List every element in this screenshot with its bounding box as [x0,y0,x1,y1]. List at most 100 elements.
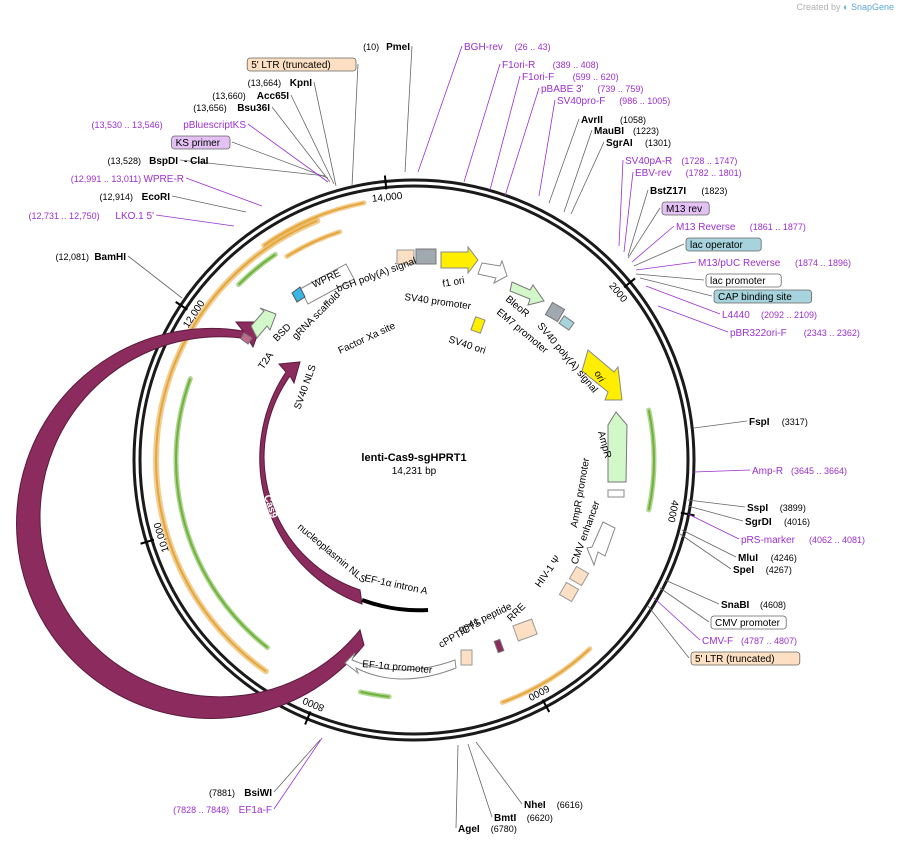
outer-label-group: SV40pA-R(1728 .. 1747) [625,156,737,167]
outer-label-group: LKO.1 5'(12,731 .. 12,750) [29,211,155,222]
leader-line [273,737,323,810]
enzyme-position: (3899) [780,503,806,513]
leader-line [679,533,732,570]
primer-name: Amp-R [752,466,783,477]
enzyme-name: MluI [738,553,758,564]
primer-name: SV40pA-R [625,156,672,167]
outer-label-group: CAP binding site [713,289,812,304]
primer-range: (1874 .. 1896) [795,258,851,268]
feature-label: SV40 ori [447,334,487,356]
ampr-promoter-arrow [607,489,625,498]
plasmid-size: 14,231 bp [392,466,437,477]
backbone-outer [132,178,696,742]
leader-line [693,420,748,429]
feature-label: cPPT/CTS [437,617,484,650]
primer-range: (739 .. 759) [597,84,643,94]
enzyme-extra: - ClaI [184,156,209,167]
sv40-polya-gray [544,301,566,323]
enzyme-name: PmeI [386,42,410,53]
enzyme-position: (13,664) [248,78,282,88]
enzyme-position: (12,081) [55,252,89,262]
outer-label-group: F1ori-R (389 .. 408) [502,60,599,71]
enzyme-position: (6616) [557,800,583,810]
primer-range: (1861 .. 1877) [750,222,806,232]
outer-label-group: EcoRI(12,914) [99,192,170,203]
feature-label: Cas9 [213,518,231,545]
feature-tag-label: lac operator [690,240,743,251]
primer-name: L4440 [722,310,750,321]
outer-label-group: SspI (3899) [747,503,806,514]
outer-label-group: pBABE 3'(739 .. 759) [541,84,643,95]
outer-label-group: SpeI(4267) [733,565,792,576]
leader-layer [127,45,751,829]
enzyme-position: (1301) [645,138,671,148]
enzyme-position: (6620) [527,813,553,823]
bsd-arrow [250,307,277,339]
outer-label-group: MluI(4246) [738,553,797,564]
leader-line [563,129,593,213]
feature-tag-label: 5' LTR (truncated) [695,654,775,665]
leader-line [504,87,540,197]
leader-line [627,189,649,257]
feature-label: ori [591,369,606,384]
enzyme-position: (7881) [209,788,235,798]
enzyme-position: (1823) [701,186,727,196]
leader-line [623,171,634,253]
t2a-arrow [240,332,253,345]
outer-label-group: M13 rev [661,201,710,216]
outer-label-group: SnaBI(4608) [721,600,786,611]
feature-tag-box [690,651,801,666]
outer-label-group: BspDI(13,528)- ClaI [107,156,208,167]
leader-line [664,579,720,605]
ampr-arrow [607,411,628,483]
leader-line [185,177,263,207]
primer-range: (26 .. 43) [515,42,551,52]
outer-label-group: 5' LTR (truncated) [246,57,357,72]
leader-line [687,499,746,508]
wpre-arrow [299,263,355,305]
leader-line [681,529,737,558]
leader-line [687,505,744,522]
enzyme-position: (13,656) [193,103,227,113]
primer-range: (13,530 .. 13,546) [92,120,163,130]
leader-line [659,587,710,623]
orf-arc-left-green-halo [173,376,270,651]
primer-name: F1ori-R [502,60,535,71]
outer-label-group: EF1a-F(7828 .. 7848) [173,805,272,816]
outer-label-group: SgrDI(4016) [745,517,810,528]
credit-prefix: Created by [796,2,841,12]
leader-line [417,45,463,173]
hiv-psi-box [568,565,590,587]
cmv-enhancer-arrow [586,521,616,567]
orf-arc-bottom-green [360,690,390,698]
feature-tag-label: 5' LTR (truncated) [251,60,331,71]
primer-name: M13 Reverse [676,222,736,233]
leader-line [404,45,413,173]
outer-label-group: WPRE-R(12,991 .. 13,011) [71,174,184,185]
outer-label-group: SV40pro-F(986 .. 1005) [557,96,670,107]
primer-name: WPRE-R [143,174,184,185]
grna-scaffold-glyph [291,286,306,303]
primer-name: BGH-rev [464,42,503,53]
enzyme-name: SspI [747,503,768,514]
outer-label-group: AvrII(1058) [581,115,646,126]
leader-line [463,63,501,183]
feature-label: Factor Xa site [337,320,398,356]
orf-arc-top-inner [286,230,341,258]
feature-tag-box [685,237,762,252]
outer-label-group: MauBI(1223) [594,126,659,137]
orf-layer [153,200,657,705]
enzyme-name: BsiWI [244,788,272,799]
leader-line [618,159,624,247]
leader-line [635,261,697,271]
orf-arc-left-small [237,253,276,286]
primer-range: (389 .. 408) [553,60,599,70]
enzyme-name: FspI [749,417,770,428]
outer-label-group: CMV promoter [710,615,787,630]
primer-name: M13/pUC Reverse [698,258,781,269]
enzyme-name: Bsu36I [237,103,270,114]
primer-range: (1782 .. 1801) [686,168,742,178]
feature-label: EF-1α intron A [363,573,428,597]
feature-tag-box [713,289,812,304]
outer-label-group: KpnI(13,664) [248,78,313,89]
